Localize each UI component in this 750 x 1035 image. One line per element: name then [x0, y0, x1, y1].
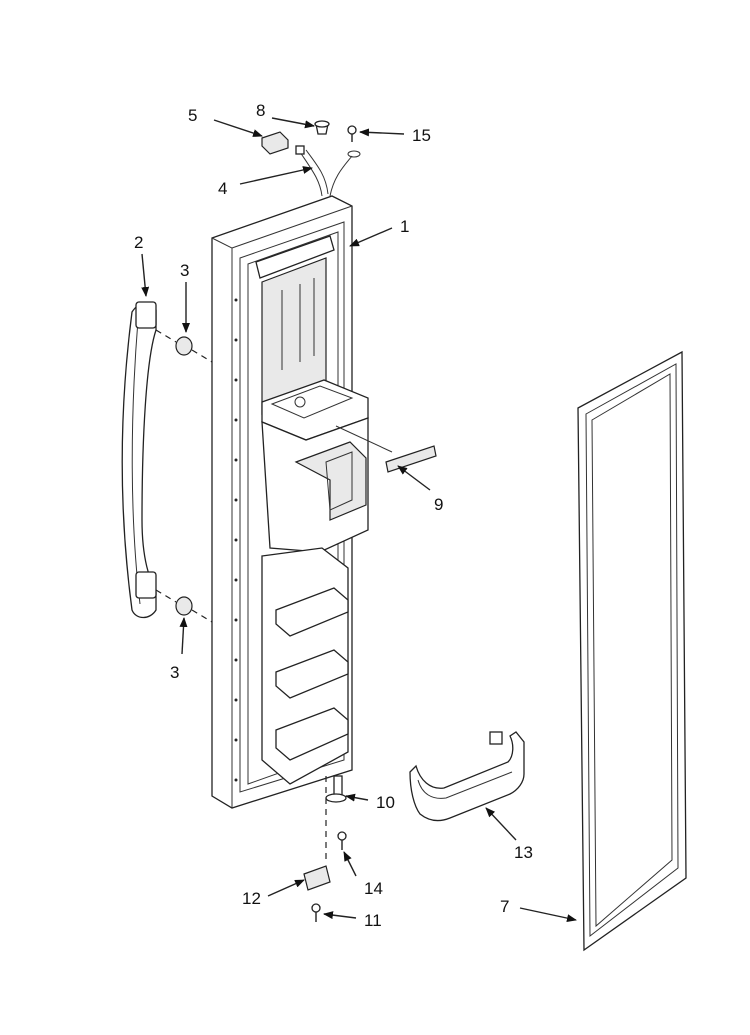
callout-labels: 1 2 3 3 4 5 7 8 9 10 11 12 13 14 15 — [134, 101, 533, 930]
hinge-pin — [325, 775, 347, 803]
callout-2: 2 — [134, 233, 143, 252]
dispenser-trim — [385, 445, 437, 473]
door-gasket — [577, 350, 687, 952]
callout-10: 10 — [376, 793, 395, 812]
callout-11: 11 — [364, 911, 382, 930]
callout-12: 12 — [242, 889, 261, 908]
light-socket — [314, 120, 330, 135]
callout-3-top: 3 — [180, 261, 189, 280]
top-screw — [347, 125, 357, 142]
gasket-dots — [234, 298, 238, 782]
callout-1: 1 — [400, 217, 409, 236]
hinge-screw — [337, 831, 347, 850]
door-bin — [409, 731, 525, 822]
door-assembly — [211, 145, 369, 809]
bottom-screw — [311, 903, 321, 922]
door-shelf — [275, 587, 349, 761]
bottom-hinge — [303, 865, 331, 891]
callout-9: 9 — [434, 495, 443, 514]
door-handle — [121, 301, 157, 619]
leader-arrows — [141, 117, 577, 923]
callout-7: 7 — [500, 897, 509, 916]
callout-14: 14 — [364, 879, 383, 898]
switch-block — [261, 131, 289, 155]
callout-13: 13 — [514, 843, 533, 862]
callout-8: 8 — [256, 101, 265, 120]
callout-4: 4 — [218, 179, 227, 198]
callout-5: 5 — [188, 106, 197, 125]
callout-15: 15 — [412, 126, 431, 145]
handle-standoff — [155, 329, 213, 623]
callout-3-bottom: 3 — [170, 663, 179, 682]
